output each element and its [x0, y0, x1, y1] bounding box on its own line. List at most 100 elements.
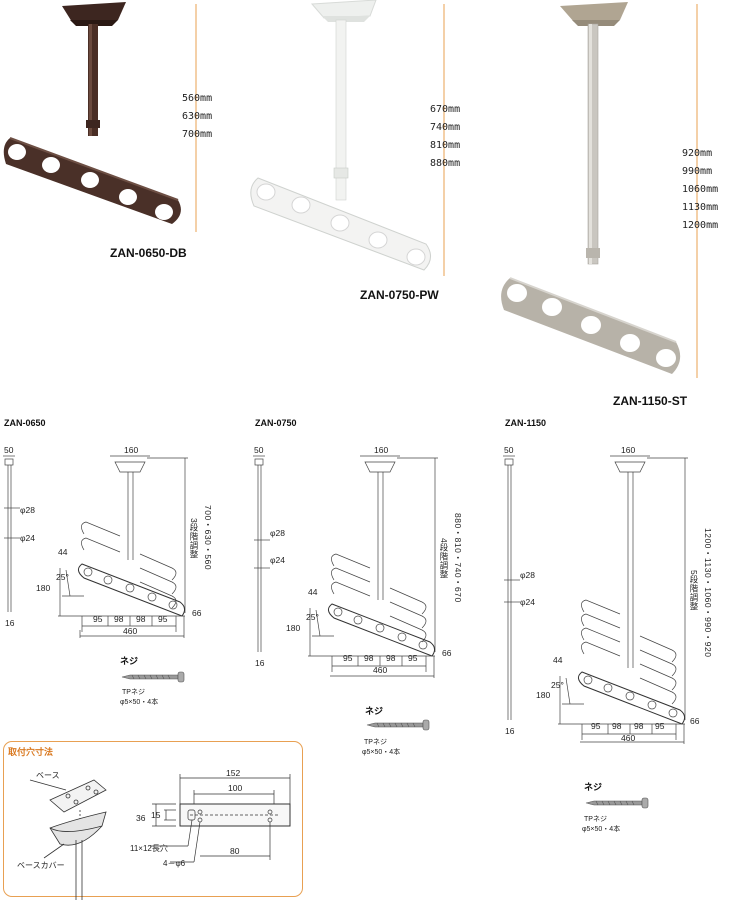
- product-photo-dark-brown: [3, 0, 698, 378]
- mount-plate-drawing: [150, 774, 291, 863]
- screw-title: ネジ: [120, 656, 139, 666]
- arm-width-label: 44: [58, 547, 68, 557]
- length-list-1150: 920mm 990mm 1060mm 1130mm 1200mm: [682, 145, 718, 235]
- angle-label: 25°: [306, 612, 319, 622]
- holes-label: 4－φ6: [163, 859, 186, 868]
- screw-title: ネジ: [365, 706, 384, 716]
- diagram-drawing-1150: [503, 455, 688, 744]
- length-value: 990mm: [682, 166, 713, 177]
- screw-name: TPネジ: [122, 689, 145, 696]
- diagram-title: ZAN-1150: [505, 418, 547, 428]
- length-value: 810mm: [430, 140, 461, 151]
- length-value: 1200mm: [682, 220, 719, 231]
- hanger-dark-brown: [3, 2, 181, 224]
- hanger-silver: [501, 2, 681, 374]
- diameter-top-label: φ28: [270, 528, 285, 538]
- spacing-label: 98: [634, 721, 644, 731]
- adjust-label: 5段階調整: [689, 570, 699, 612]
- diameter-bottom-label: φ24: [20, 533, 35, 543]
- model-name: ZAN-1150-ST: [613, 394, 688, 408]
- diameter-top-label: φ28: [520, 570, 535, 580]
- spacing-label: 98: [612, 721, 622, 731]
- arm-width-label: 44: [308, 587, 318, 597]
- offset-label: 80: [230, 846, 240, 856]
- height-outer-label: 36: [136, 813, 146, 823]
- screw-spec: φ5×50・4本: [362, 749, 401, 756]
- arm-end-label: 66: [690, 716, 700, 726]
- adjust-values: 1200・1130・1060・990・920: [703, 528, 713, 658]
- length-value: 560mm: [182, 93, 213, 104]
- bottom-length-label: 16: [505, 726, 515, 736]
- adjust-label: 3段階調整: [189, 518, 199, 560]
- diameter-bottom-label: φ24: [270, 555, 285, 565]
- total-width-label: 460: [373, 665, 388, 675]
- arm-end-label: 66: [192, 608, 202, 618]
- adjust-values: 880・810・740・670: [453, 513, 463, 603]
- arm-width-label: 44: [553, 655, 563, 665]
- diagram-drawing-0750: [253, 455, 438, 678]
- screw-title: ネジ: [584, 782, 603, 792]
- screw-name: TPネジ: [364, 739, 387, 746]
- mount-base-illustration: [29, 779, 107, 900]
- pole-width-label: 50: [504, 445, 514, 455]
- length-value: 1130mm: [682, 202, 719, 213]
- pole-width-label: 50: [254, 445, 264, 455]
- diagram-title: ZAN-0750: [255, 418, 297, 428]
- length-list-0750: 670mm 740mm 810mm 880mm: [430, 101, 460, 173]
- spacing-label: 98: [386, 653, 396, 663]
- length-value: 1060mm: [682, 184, 719, 195]
- length-value: 920mm: [682, 148, 713, 159]
- length-value: 740mm: [430, 122, 461, 133]
- height-inner-label: 15: [151, 810, 161, 820]
- screw-spec: φ5×50・4本: [582, 826, 621, 833]
- base-cover-label: ベースカバー: [17, 861, 65, 870]
- angle-label: 25°: [551, 680, 564, 690]
- diagram-drawing-0650: [3, 455, 188, 638]
- spacing-label: 95: [343, 653, 353, 663]
- mount-title: 取付穴寸法: [8, 747, 54, 757]
- length-value: 630mm: [182, 111, 213, 122]
- angle-label: 25°: [56, 572, 69, 582]
- diagram-title: ZAN-0650: [4, 418, 46, 428]
- spacing-label: 98: [114, 614, 124, 624]
- total-width-label: 460: [123, 626, 138, 636]
- screw-icon: [366, 719, 430, 731]
- spacing-label: 95: [655, 721, 665, 731]
- length-value: 880mm: [430, 158, 461, 169]
- length-value: 700mm: [182, 129, 213, 140]
- length-value: 670mm: [430, 104, 461, 115]
- screw-name: TPネジ: [584, 816, 607, 823]
- top-width-label: 160: [621, 445, 636, 455]
- spacing-label: 95: [591, 721, 601, 731]
- height-label: 180: [536, 690, 551, 700]
- model-name: ZAN-0750-PW: [360, 288, 439, 302]
- width-inner-label: 100: [228, 783, 243, 793]
- pole-width-label: 50: [4, 445, 14, 455]
- height-label: 180: [36, 583, 51, 593]
- arm-end-label: 66: [442, 648, 452, 658]
- adjust-values: 700・630・560: [203, 505, 213, 571]
- spacing-label: 98: [136, 614, 146, 624]
- bottom-length-label: 16: [255, 658, 265, 668]
- bottom-length-label: 16: [5, 618, 15, 628]
- spacing-label: 95: [93, 614, 103, 624]
- screw-spec: φ5×50・4本: [120, 699, 159, 706]
- diameter-bottom-label: φ24: [520, 597, 535, 607]
- base-label: ベース: [36, 771, 60, 780]
- top-width-label: 160: [124, 445, 139, 455]
- total-width-label: 460: [621, 733, 636, 743]
- adjust-label: 4段階調整: [439, 538, 449, 580]
- slot-label: 11×12長穴: [130, 844, 168, 853]
- screw-icon: [585, 797, 649, 809]
- height-label: 180: [286, 623, 301, 633]
- model-name: ZAN-0650-DB: [110, 246, 187, 260]
- mount-hole-panel: [3, 741, 303, 897]
- top-width-label: 160: [374, 445, 389, 455]
- spacing-label: 95: [408, 653, 418, 663]
- width-outer-label: 152: [226, 768, 241, 778]
- spacing-label: 95: [158, 614, 168, 624]
- spacing-label: 98: [364, 653, 374, 663]
- length-list-0650: 560mm 630mm 700mm: [182, 90, 212, 144]
- screw-icon: [121, 671, 185, 683]
- diameter-top-label: φ28: [20, 505, 35, 515]
